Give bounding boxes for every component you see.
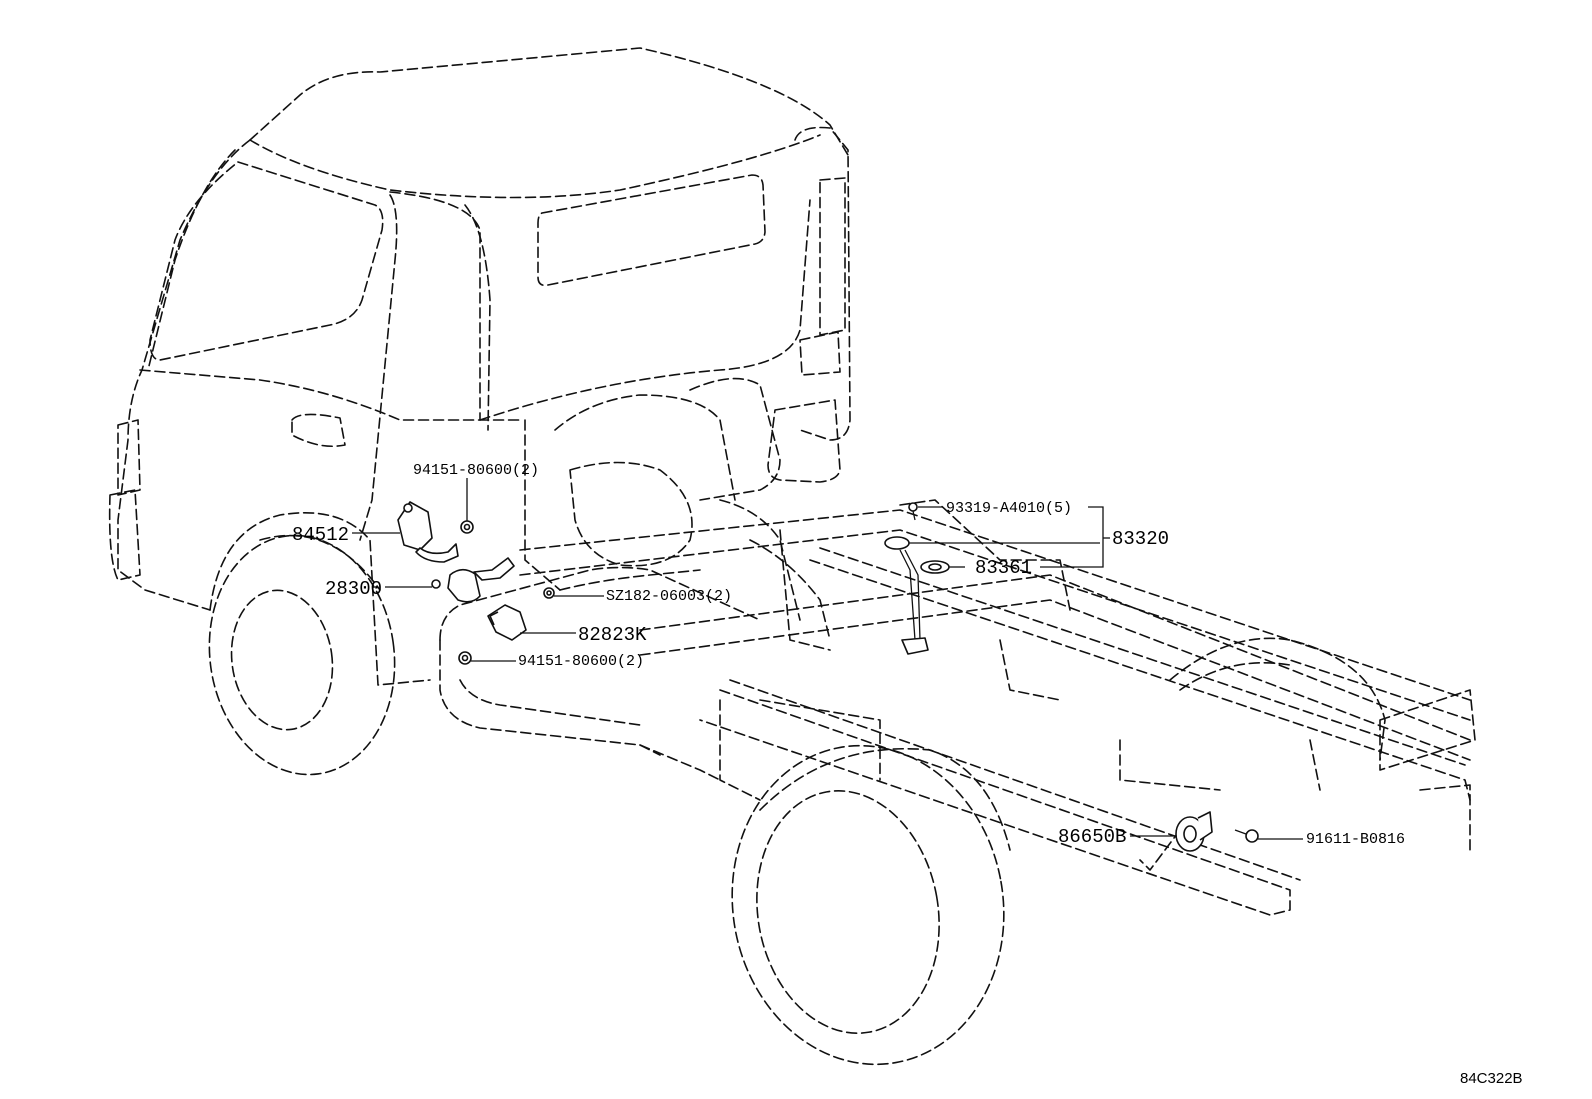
truck-cab-outline — [108, 47, 851, 686]
chassis-frame — [519, 499, 1476, 916]
rear-wheels — [731, 637, 1386, 1066]
front-wheel — [208, 534, 396, 776]
clip-sz182 — [543, 587, 555, 599]
clip-94151-upper — [460, 520, 474, 534]
label-94151-upper: 94151-80600(2) — [413, 462, 539, 479]
leader-lines — [352, 478, 1303, 840]
fuel-tank — [439, 566, 761, 781]
label-83320: 83320 — [1112, 528, 1169, 550]
clip-94151-lower — [458, 651, 472, 665]
screw-93319 — [908, 502, 918, 521]
bolt-91611 — [1234, 829, 1259, 843]
switch-84512 — [397, 501, 459, 563]
label-91611: 91611-B0816 — [1306, 831, 1405, 848]
horn-86650b — [1175, 811, 1213, 852]
fuel-sender-83320 — [884, 536, 929, 655]
label-sz182: SZ182-06003(2) — [606, 588, 732, 605]
engine-underbody — [524, 377, 831, 641]
label-93319: 93319-A4010(5) — [946, 500, 1072, 517]
label-83361: 83361 — [975, 557, 1032, 579]
gasket-83361 — [920, 560, 950, 574]
holder-82823k — [487, 604, 527, 641]
label-86650b: 86650B — [1058, 826, 1126, 848]
label-84512: 84512 — [292, 524, 349, 546]
diagram-reference-code: 84C322B — [1460, 1070, 1523, 1087]
label-28300: 28300 — [325, 578, 382, 600]
label-94151-lower: 94151-80600(2) — [518, 653, 644, 670]
label-82823k: 82823K — [578, 624, 647, 646]
connector-28300 — [431, 557, 515, 603]
